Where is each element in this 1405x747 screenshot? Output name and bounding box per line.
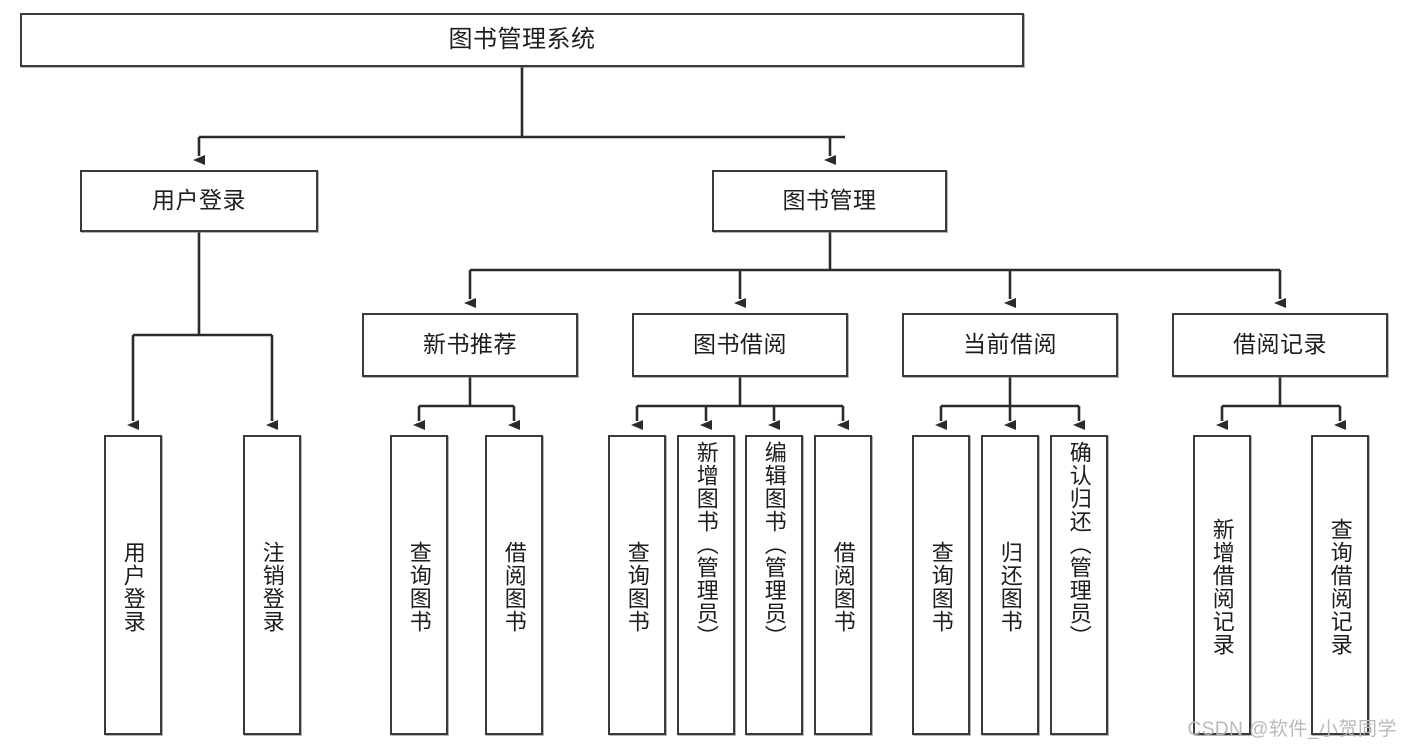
node-user-login-label: 用户登录 xyxy=(152,187,246,214)
leaf-user-login[interactable]: 用户登录 xyxy=(104,435,162,735)
leaf-query-record[interactable]: 查询借阅记录 xyxy=(1311,435,1369,735)
node-user-login[interactable]: 用户登录 xyxy=(80,170,318,232)
node-current-borrow[interactable]: 当前借阅 xyxy=(902,313,1118,377)
node-book-borrow[interactable]: 图书借阅 xyxy=(632,313,848,377)
leaf-add-book-label: 新增图书（管理员） xyxy=(693,441,719,648)
leaf-query-book-1[interactable]: 查询图书 xyxy=(390,435,448,735)
leaf-borrow-book-2[interactable]: 借阅图书 xyxy=(814,435,872,735)
leaf-borrow-book-2-label: 借阅图书 xyxy=(830,541,856,633)
node-current-borrow-label: 当前借阅 xyxy=(963,331,1057,358)
node-book-manage-label: 图书管理 xyxy=(782,187,877,214)
node-book-borrow-label: 图书借阅 xyxy=(693,331,787,358)
leaf-borrow-book-1-label: 借阅图书 xyxy=(501,541,527,633)
leaf-query-book-3[interactable]: 查询图书 xyxy=(912,435,970,735)
node-root-label: 图书管理系统 xyxy=(448,25,596,53)
leaf-return-book[interactable]: 归还图书 xyxy=(981,435,1039,735)
node-borrow-record-label: 借阅记录 xyxy=(1233,331,1327,358)
watermark: CSDN @软件_小贺同学 xyxy=(1187,719,1397,740)
leaf-confirm-return-label: 确认归还（管理员） xyxy=(1066,441,1092,648)
leaf-edit-book[interactable]: 编辑图书（管理员） xyxy=(745,435,803,735)
node-new-book-rec[interactable]: 新书推荐 xyxy=(362,313,578,377)
leaf-confirm-return[interactable]: 确认归还（管理员） xyxy=(1050,435,1108,735)
node-borrow-record[interactable]: 借阅记录 xyxy=(1172,313,1388,377)
leaf-add-record-label: 新增借阅记录 xyxy=(1209,518,1235,656)
leaf-add-book[interactable]: 新增图书（管理员） xyxy=(677,435,735,735)
leaf-query-record-label: 查询借阅记录 xyxy=(1327,518,1353,656)
leaf-user-login-label: 用户登录 xyxy=(120,541,146,633)
leaf-logout[interactable]: 注销登录 xyxy=(243,435,301,735)
leaf-logout-label: 注销登录 xyxy=(259,541,285,633)
leaf-query-book-1-label: 查询图书 xyxy=(406,541,432,633)
leaf-query-book-3-label: 查询图书 xyxy=(928,541,954,633)
node-root[interactable]: 图书管理系统 xyxy=(20,13,1024,67)
leaf-edit-book-label: 编辑图书（管理员） xyxy=(761,441,787,648)
leaf-borrow-book-1[interactable]: 借阅图书 xyxy=(485,435,543,735)
leaf-query-book-2[interactable]: 查询图书 xyxy=(608,435,666,735)
leaf-query-book-2-label: 查询图书 xyxy=(624,541,650,633)
node-new-book-rec-label: 新书推荐 xyxy=(423,331,517,358)
node-book-manage[interactable]: 图书管理 xyxy=(712,170,947,232)
leaf-add-record[interactable]: 新增借阅记录 xyxy=(1193,435,1251,735)
leaf-return-book-label: 归还图书 xyxy=(997,541,1023,633)
